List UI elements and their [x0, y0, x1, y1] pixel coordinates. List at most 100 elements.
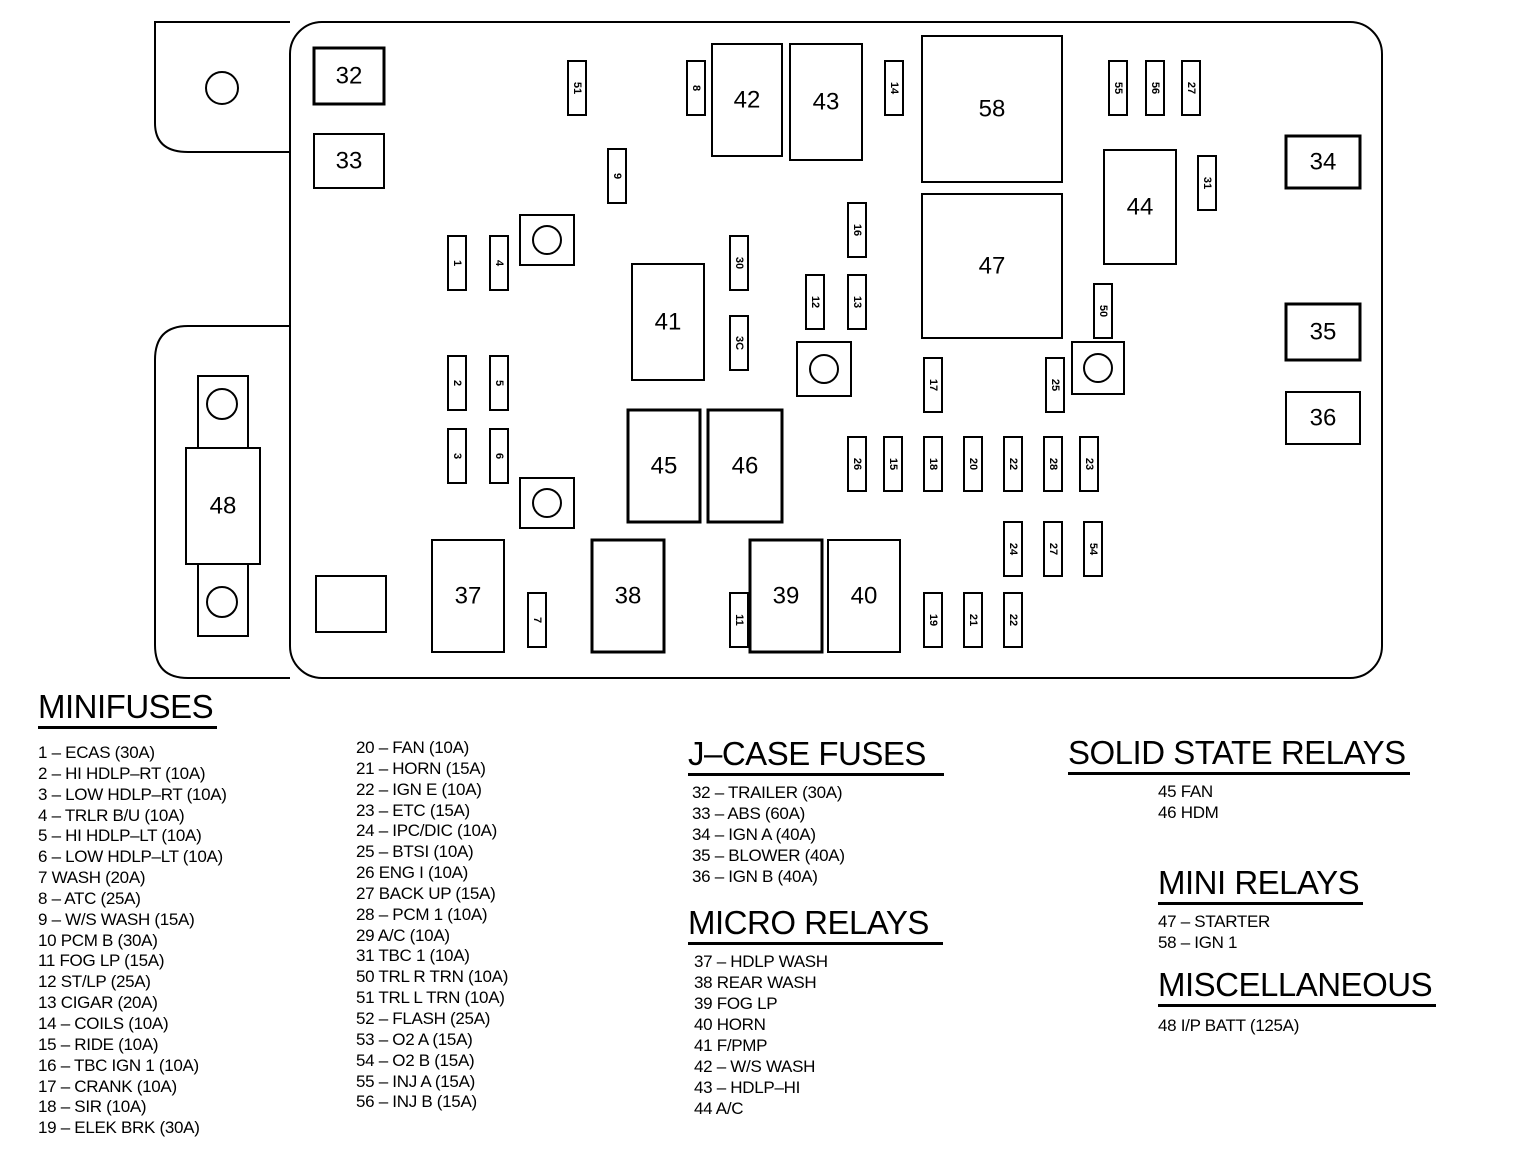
relay-58: 58 — [921, 35, 1063, 183]
stud-icon — [206, 586, 238, 618]
minifuse-legend-item: 16 – TBC IGN 1 (10A) — [38, 1055, 199, 1075]
fuse-label: 12 — [809, 296, 821, 308]
fuse-slot — [489, 355, 509, 411]
minifuse-18: 18 — [923, 436, 943, 492]
fuse-slot — [607, 148, 627, 204]
fuse-label: 22 — [1007, 458, 1019, 470]
mount-hole-icon — [205, 71, 239, 105]
minifuse-13: 13 — [847, 274, 867, 330]
fuse-slot — [847, 202, 867, 258]
fuse-label: 8 — [690, 85, 702, 91]
minifuse-legend-item: 24 – IPC/DIC (10A) — [356, 821, 498, 841]
jcase-legend-item: 32 – TRAILER (30A) — [692, 783, 843, 802]
fuse-label: 13 — [851, 296, 863, 308]
fuse-label: 19 — [927, 614, 939, 626]
fuse-slot — [923, 436, 943, 492]
micro-relay-legend-item: 42 – W/S WASH — [694, 1057, 816, 1076]
micro-relay-legend-item: 43 – HDLP–HI — [694, 1078, 801, 1097]
minifuse-56: 56 — [1145, 60, 1165, 116]
minifuse-22: 22 — [1003, 436, 1023, 492]
stud-housing — [197, 561, 249, 637]
minifuse-legend-item: 22 – IGN E (10A) — [356, 779, 482, 799]
stud-housing — [519, 214, 575, 266]
fuse-slot — [1045, 357, 1065, 413]
fuse-slot — [1043, 436, 1063, 492]
minifuse-legend-item: 56 – INJ B (15A) — [356, 1092, 477, 1112]
minifuse-26: 26 — [847, 436, 867, 492]
relay-label: 33 — [336, 148, 363, 175]
minifuse-legend-item: 20 – FAN (10A) — [356, 738, 469, 757]
relay-label: 47 — [979, 253, 1006, 280]
minifuse-22: 22 — [1003, 592, 1023, 648]
fuse-label: 11 — [733, 614, 745, 626]
misc-legend-item: 48 I/P BATT (125A) — [1158, 1016, 1300, 1035]
micro-relay-legend-item: 44 A/C — [694, 1099, 744, 1118]
solid-state-legend-item: 45 FAN — [1158, 782, 1213, 801]
stud-housing — [519, 477, 575, 529]
relay-box — [312, 46, 386, 106]
minifuse-3C: 3C — [729, 315, 749, 371]
mini-relays-title: MINI RELAYS — [1158, 864, 1364, 905]
minifuse-legend-item: 12 ST/LP (25A) — [38, 972, 151, 992]
minifuse-28: 28 — [1043, 436, 1063, 492]
fuse-label: 54 — [1087, 543, 1099, 556]
fuse-slot — [447, 235, 467, 291]
fuse-slot — [847, 436, 867, 492]
relay-41: 41 — [631, 263, 705, 381]
minifuse-legend-item: 51 TRL L TRN (10A) — [356, 988, 505, 1008]
jcase-legend-item: 35 – BLOWER (40A) — [692, 846, 845, 865]
micro-relay-legend-item: 41 F/PMP — [694, 1036, 768, 1055]
fuse-slot — [847, 274, 867, 330]
relay-box — [1285, 391, 1361, 445]
relay-label: 35 — [1310, 319, 1337, 346]
jcase-legend-item: 33 – ABS (60A) — [692, 804, 805, 823]
fuse-slot — [1003, 592, 1023, 648]
fuse-slot — [1003, 436, 1023, 492]
minifuse-legend-item: 13 CIGAR (20A) — [38, 993, 158, 1013]
minifuse-25: 25 — [1045, 357, 1065, 413]
minifuse-legend-item: 54 – O2 B (15A) — [356, 1050, 475, 1070]
micro-relay-legend-item: 40 HORN — [694, 1015, 766, 1034]
relay-box — [431, 539, 505, 653]
minifuse-4: 4 — [489, 235, 509, 291]
relay-label: 48 — [210, 493, 237, 520]
minifuse-legend-item: 50 TRL R TRN (10A) — [356, 967, 509, 987]
minifuse-legend-item: 14 – COILS (10A) — [38, 1013, 169, 1033]
fuse-label: 51 — [571, 82, 583, 94]
fuse-label: 3 — [451, 453, 463, 459]
minifuse-23: 23 — [1079, 436, 1099, 492]
stud-icon — [1083, 353, 1113, 383]
fuse-label: 28 — [1047, 458, 1059, 470]
minifuse-50: 50 — [1093, 283, 1113, 339]
fuse-label: 15 — [887, 458, 899, 470]
minifuse-2: 2 — [447, 355, 467, 411]
relay-label: 44 — [1127, 194, 1154, 221]
solid-state-title: SOLID STATE RELAYS — [1068, 734, 1410, 775]
fuse-slot — [447, 355, 467, 411]
minifuse-legend-item: 26 ENG I (10A) — [356, 863, 469, 883]
stud-housing — [197, 375, 249, 451]
stud-icon — [532, 225, 562, 255]
minifuse-legend-item: 3 – LOW HDLP–RT (10A) — [38, 784, 227, 804]
fuse-slot — [729, 235, 749, 291]
relay-34: 34 — [1284, 134, 1362, 190]
miscellaneous-title: MISCELLANEOUS — [1158, 966, 1437, 1007]
relay-46: 46 — [706, 408, 784, 524]
fuse-label: 31 — [1201, 177, 1213, 189]
minifuse-legend-item: 28 – PCM 1 (10A) — [356, 904, 488, 924]
fuse-label: 23 — [1083, 458, 1095, 470]
relay-label: 37 — [455, 583, 482, 610]
minifuse-20: 20 — [963, 436, 983, 492]
fuse-slot — [1043, 521, 1063, 577]
minifuse-51: 51 — [567, 60, 587, 116]
minifuse-15: 15 — [883, 436, 903, 492]
minifuse-legend-item: 31 TBC 1 (10A) — [356, 946, 470, 966]
stud-icon — [206, 388, 238, 420]
fuse-label: 56 — [1149, 82, 1161, 94]
relay-label: 42 — [734, 87, 761, 114]
fuse-label: 7 — [531, 617, 543, 623]
fuse-label: 21 — [967, 614, 979, 626]
